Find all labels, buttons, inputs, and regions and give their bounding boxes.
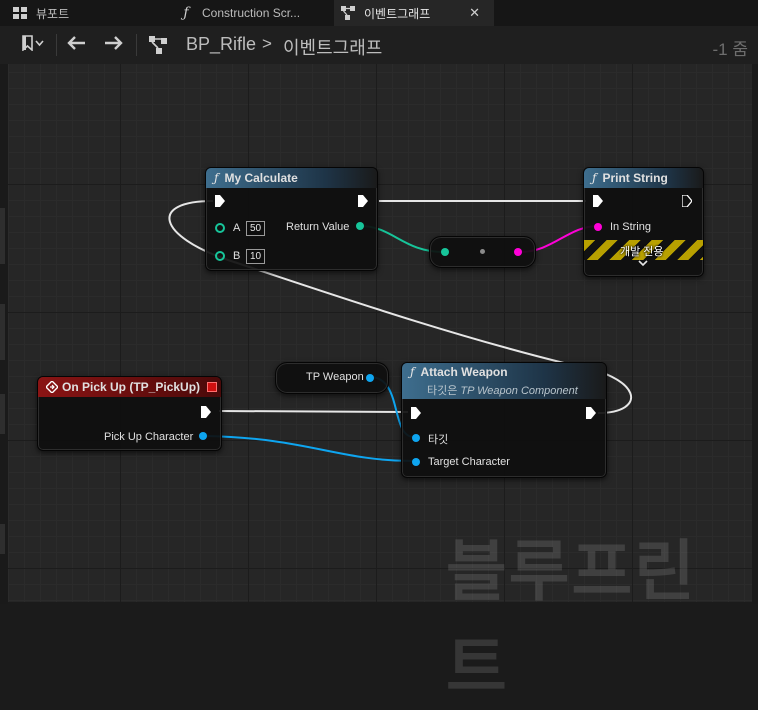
close-icon[interactable]: ✕ (469, 5, 480, 20)
pin-label: Return Value (286, 221, 350, 233)
exec-out-pin[interactable] (682, 195, 692, 207)
tab-viewport[interactable]: 뷰포트 (0, 0, 150, 26)
function-icon: ƒ (214, 171, 219, 185)
function-icon: ƒ (183, 5, 189, 21)
forward-button[interactable] (102, 33, 126, 57)
event-delegate-pin[interactable] (207, 382, 217, 392)
node-print-string[interactable]: ƒ Print String In String 개발 전용 (583, 167, 704, 277)
object-wire (205, 435, 415, 462)
tab-construction-script[interactable]: ƒ Construction Scr... (168, 0, 328, 26)
exec-in-pin[interactable] (593, 195, 603, 207)
exec-wire (218, 410, 409, 413)
exec-out-pin[interactable] (358, 195, 368, 207)
tab-label: 이벤트그래프 (364, 6, 431, 21)
pin-label: Target Character (428, 456, 510, 468)
exec-out-pin[interactable] (201, 406, 211, 418)
conversion-dot-icon (480, 249, 485, 254)
input-pin-target-character[interactable] (412, 458, 420, 466)
node-header: ƒ Print String (584, 168, 703, 188)
pin-label: A (233, 222, 241, 234)
node-on-pick-up[interactable]: On Pick Up (TP_PickUp) Pick Up Character (37, 376, 222, 451)
node-title: Print String (602, 171, 668, 185)
arrow-right-icon (104, 35, 124, 56)
pin-label: In String (610, 221, 651, 233)
node-attach-weapon[interactable]: ƒ Attach Weapon 타깃은 TP Weapon Component … (401, 362, 607, 478)
zoom-level: -1 줌 (712, 40, 748, 59)
graph-canvas[interactable]: ƒ My Calculate A 50 B 10 Return Value ƒ … (8, 64, 752, 602)
exec-out-pin[interactable] (586, 407, 596, 419)
event-graph-icon (340, 5, 356, 21)
input-pin-in-string[interactable] (594, 223, 602, 231)
node-subtitle: 타깃은 TP Weapon Component (427, 382, 578, 398)
pin-label: Pick Up Character (104, 431, 194, 443)
conversion-input-pin[interactable] (441, 248, 449, 256)
exec-in-pin[interactable] (215, 195, 225, 207)
conversion-output-pin[interactable] (514, 248, 522, 256)
node-conversion[interactable] (429, 236, 536, 268)
input-pin-a[interactable] (215, 223, 225, 233)
subtitle-prefix: 타깃은 (427, 385, 461, 397)
graph-type-watermark: 블루프린트 (446, 534, 697, 704)
pin-label: 타깃 (428, 434, 449, 446)
pin-label: B (233, 250, 241, 262)
event-graph-icon (146, 33, 170, 57)
tab-bar: 뷰포트 ƒ Construction Scr... 이벤트그래프 ✕ (0, 0, 758, 26)
output-pin-return-value[interactable] (356, 222, 364, 230)
variable-label: TP Weapon (306, 371, 364, 383)
arrow-left-icon (66, 35, 86, 56)
function-icon: ƒ (410, 365, 415, 379)
node-header: On Pick Up (TP_PickUp) (38, 377, 221, 397)
chevron-down-icon[interactable] (638, 260, 648, 271)
development-only-banner: 개발 전용 (584, 240, 703, 260)
node-title: On Pick Up (TP_PickUp) (62, 380, 201, 394)
exec-wire (168, 200, 632, 414)
node-header: ƒ My Calculate (206, 168, 377, 188)
node-tp-weapon-getter[interactable]: TP Weapon (275, 362, 389, 394)
output-pin-tp-weapon[interactable] (366, 374, 374, 382)
development-only-label: 개발 전용 (620, 246, 664, 258)
graph-toolbar: BP_Rifle > 이벤트그래프 -1 줌 (0, 26, 758, 65)
tab-label: 뷰포트 (36, 6, 70, 21)
node-title: My Calculate (224, 171, 298, 185)
pin-a-value[interactable]: 50 (246, 221, 266, 236)
function-icon: ƒ (592, 171, 597, 185)
breadcrumb-separator: > (262, 34, 272, 53)
back-button[interactable] (64, 33, 88, 57)
input-pin-b[interactable] (215, 251, 225, 261)
node-header: ƒ Attach Weapon 타깃은 TP Weapon Component (402, 363, 606, 399)
left-panel-edge (0, 64, 8, 604)
bookmark-dropdown-button[interactable] (14, 33, 50, 57)
tab-event-graph[interactable]: 이벤트그래프 ✕ (334, 0, 494, 26)
toolbar-divider (56, 34, 57, 56)
node-my-calculate[interactable]: ƒ My Calculate A 50 B 10 Return Value (205, 167, 378, 271)
node-title: Attach Weapon (420, 365, 508, 379)
tab-label: Construction Scr... (202, 6, 301, 20)
event-icon (46, 381, 58, 393)
toolbar-divider (136, 34, 137, 56)
exec-in-pin[interactable] (411, 407, 421, 419)
pin-b-value[interactable]: 10 (246, 249, 266, 264)
output-pin-pick-up-character[interactable] (199, 432, 207, 440)
breadcrumb-graph: 이벤트그래프 (283, 38, 383, 58)
viewport-grid-icon (12, 5, 28, 21)
subtitle-target: TP Weapon Component (460, 385, 578, 397)
breadcrumb-blueprint[interactable]: BP_Rifle (186, 34, 257, 54)
input-pin-target[interactable] (412, 434, 420, 442)
bookmark-icon (20, 34, 44, 56)
scrollbar-track[interactable] (752, 64, 758, 604)
